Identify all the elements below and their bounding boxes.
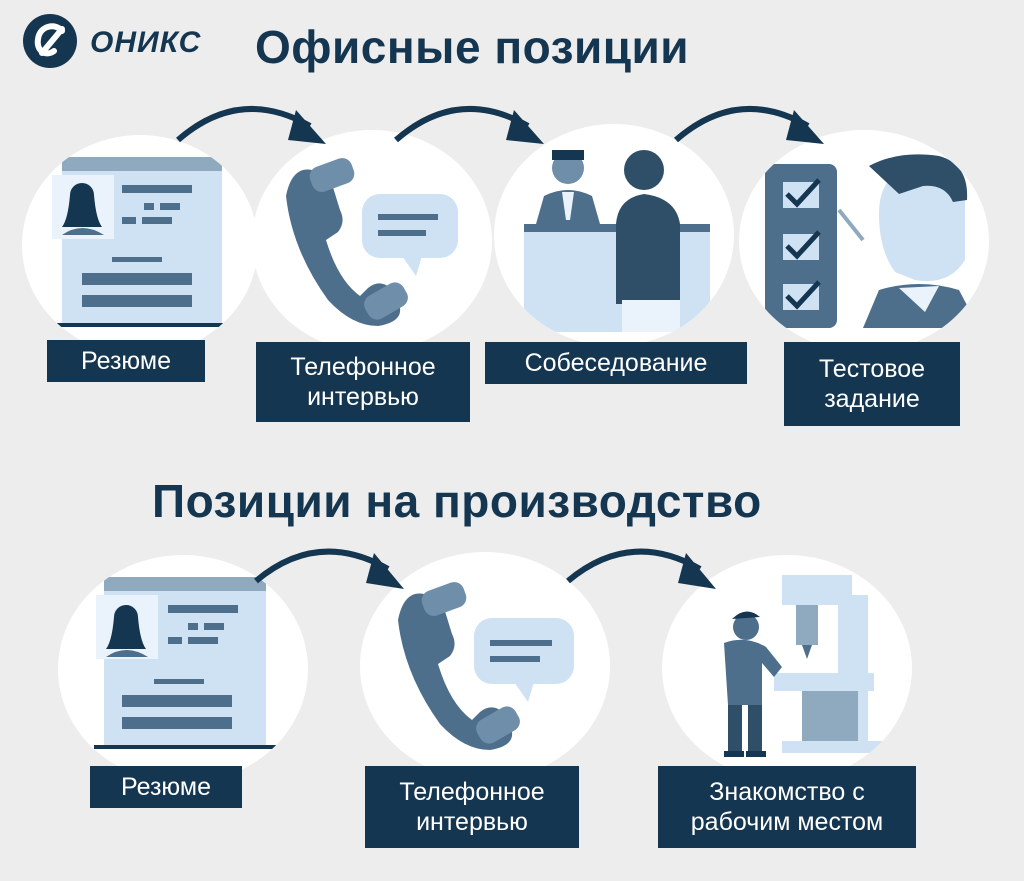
onyx-logo-icon <box>23 14 77 68</box>
arrow-icon <box>254 548 404 589</box>
arrow-icon <box>674 106 824 144</box>
arrow-icon <box>566 548 716 589</box>
step-label-resume: Резюме <box>90 766 242 808</box>
arrow-icon <box>176 106 326 144</box>
step-label-resume: Резюме <box>47 340 205 382</box>
phone-chat-icon <box>252 130 492 352</box>
step-label-interview: Собеседование <box>485 342 747 384</box>
arrow-icon <box>394 106 544 144</box>
step-label-phone-interview: Телефонное интервью <box>256 342 470 422</box>
resume-icon <box>58 555 308 783</box>
section-title-office: Офисные позиции <box>255 21 690 73</box>
step-label-phone-interview: Телефонное интервью <box>365 766 579 848</box>
test-task-icon <box>739 130 989 352</box>
workplace-machine-icon <box>662 555 912 781</box>
step-label-test-task: Тестовое задание <box>784 342 960 426</box>
step-label-workplace: Знакомство с рабочим местом <box>658 766 916 848</box>
logo: ОНИКС <box>22 10 202 76</box>
section-title-production: Позиции на производство <box>152 475 762 527</box>
brand-name: ОНИКС <box>90 26 202 59</box>
phone-chat-icon <box>360 552 610 780</box>
interview-icon <box>494 124 734 346</box>
resume-icon <box>22 135 258 355</box>
